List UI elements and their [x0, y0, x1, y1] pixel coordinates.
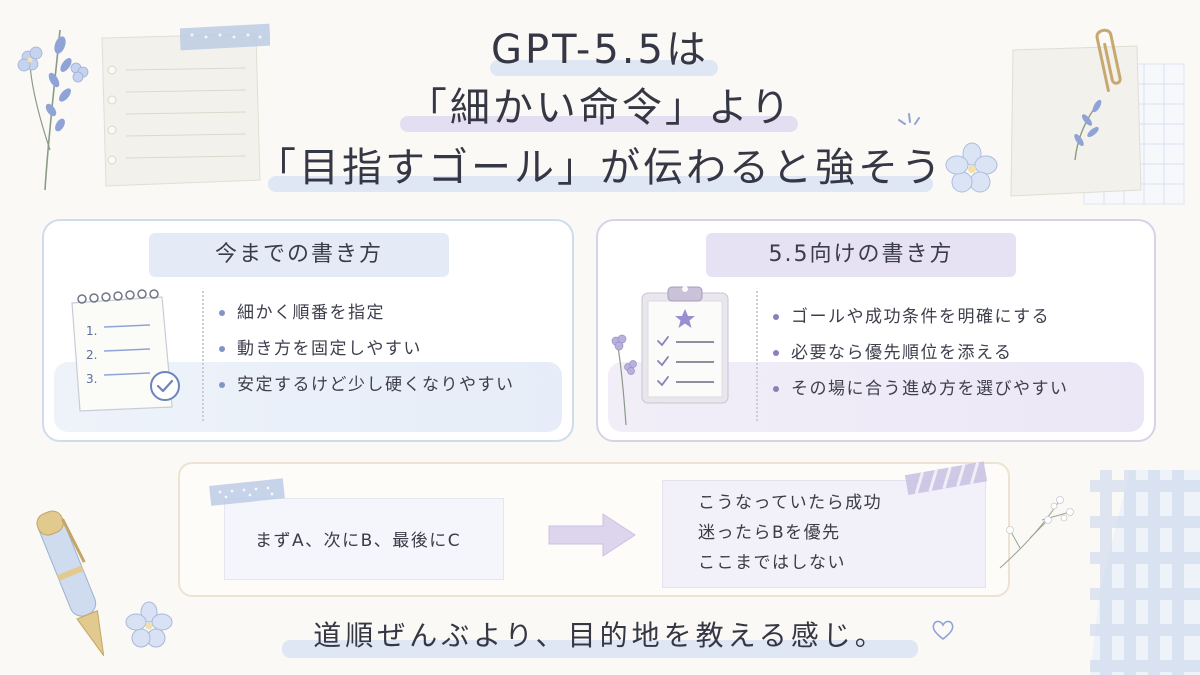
paperclip-icon — [1095, 28, 1122, 93]
before-note — [224, 498, 504, 580]
list-item: 動き方を固定しやすい — [219, 331, 515, 367]
example-panel: まずA、次にB、最後にC こうなっていたら成功 迷ったらBを優先 ここまではしな… — [178, 461, 1010, 597]
flower-icon — [611, 334, 637, 426]
old-style-list: 細かく順番を指定 動き方を固定しやすい 安定するけど少し硬くなりやすい — [219, 295, 515, 403]
new-style-heading: 5.5向けの書き方 — [768, 242, 954, 267]
list-item: 必要なら優先順位を添える — [773, 335, 1069, 371]
note-paper — [101, 33, 261, 187]
notepad-icon — [71, 289, 173, 412]
gingham-fabric — [1090, 470, 1200, 675]
footer-caption: 道順ぜんぶより、目的地を教える感じ。 — [313, 619, 887, 652]
after-note — [662, 480, 986, 588]
leaf-sprig-icon — [17, 29, 89, 191]
washi-tape — [180, 23, 270, 51]
after-text: こうなっていたら成功 迷ったらBを優先 ここまではしない — [698, 493, 883, 573]
new-style-panel: 5.5向けの書き方 ゴールや成功条件を明確にする 必要なら優先順位を添える その… — [596, 219, 1156, 442]
washi-tape — [904, 461, 988, 495]
clipboard-icon — [641, 286, 729, 404]
list-item: 安定するけど少し硬くなりやすい — [219, 367, 515, 403]
note-card — [1010, 45, 1142, 197]
title-line-1: GPT-5.5は — [491, 27, 709, 73]
sparkle-lines — [898, 113, 920, 125]
new-style-list: ゴールや成功条件を明確にする 必要なら優先順位を添える その場に合う進め方を選び… — [773, 299, 1069, 407]
babys-breath-sprig — [999, 496, 1074, 569]
flower-icon — [125, 601, 173, 648]
washi-tape — [209, 478, 285, 506]
star-icon — [675, 309, 695, 328]
old-style-heading: 今までの書き方 — [214, 242, 383, 267]
pen-icon — [36, 510, 105, 656]
list-item: その場に合う進め方を選びやすい — [773, 371, 1069, 407]
title-line-3: 「目指すゴール」が伝わると強そう — [256, 145, 944, 191]
arrow-right-icon — [548, 513, 636, 557]
list-item: 細かく順番を指定 — [219, 295, 515, 331]
heart-icon — [932, 620, 954, 641]
checkmark-circle-icon — [150, 371, 180, 401]
list-item: ゴールや成功条件を明確にする — [773, 299, 1069, 335]
before-text: まずA、次にB、最後にC — [255, 531, 462, 551]
title-line-2: 「細かい命令」より — [406, 85, 794, 131]
flower-icon — [945, 142, 998, 193]
old-style-panel: 今までの書き方 1. 2. 3. 細かく順番を指定 動き方を固定しやすい 安定す… — [42, 219, 574, 442]
notepad-numbers: 1. 2. 3. — [86, 324, 98, 386]
